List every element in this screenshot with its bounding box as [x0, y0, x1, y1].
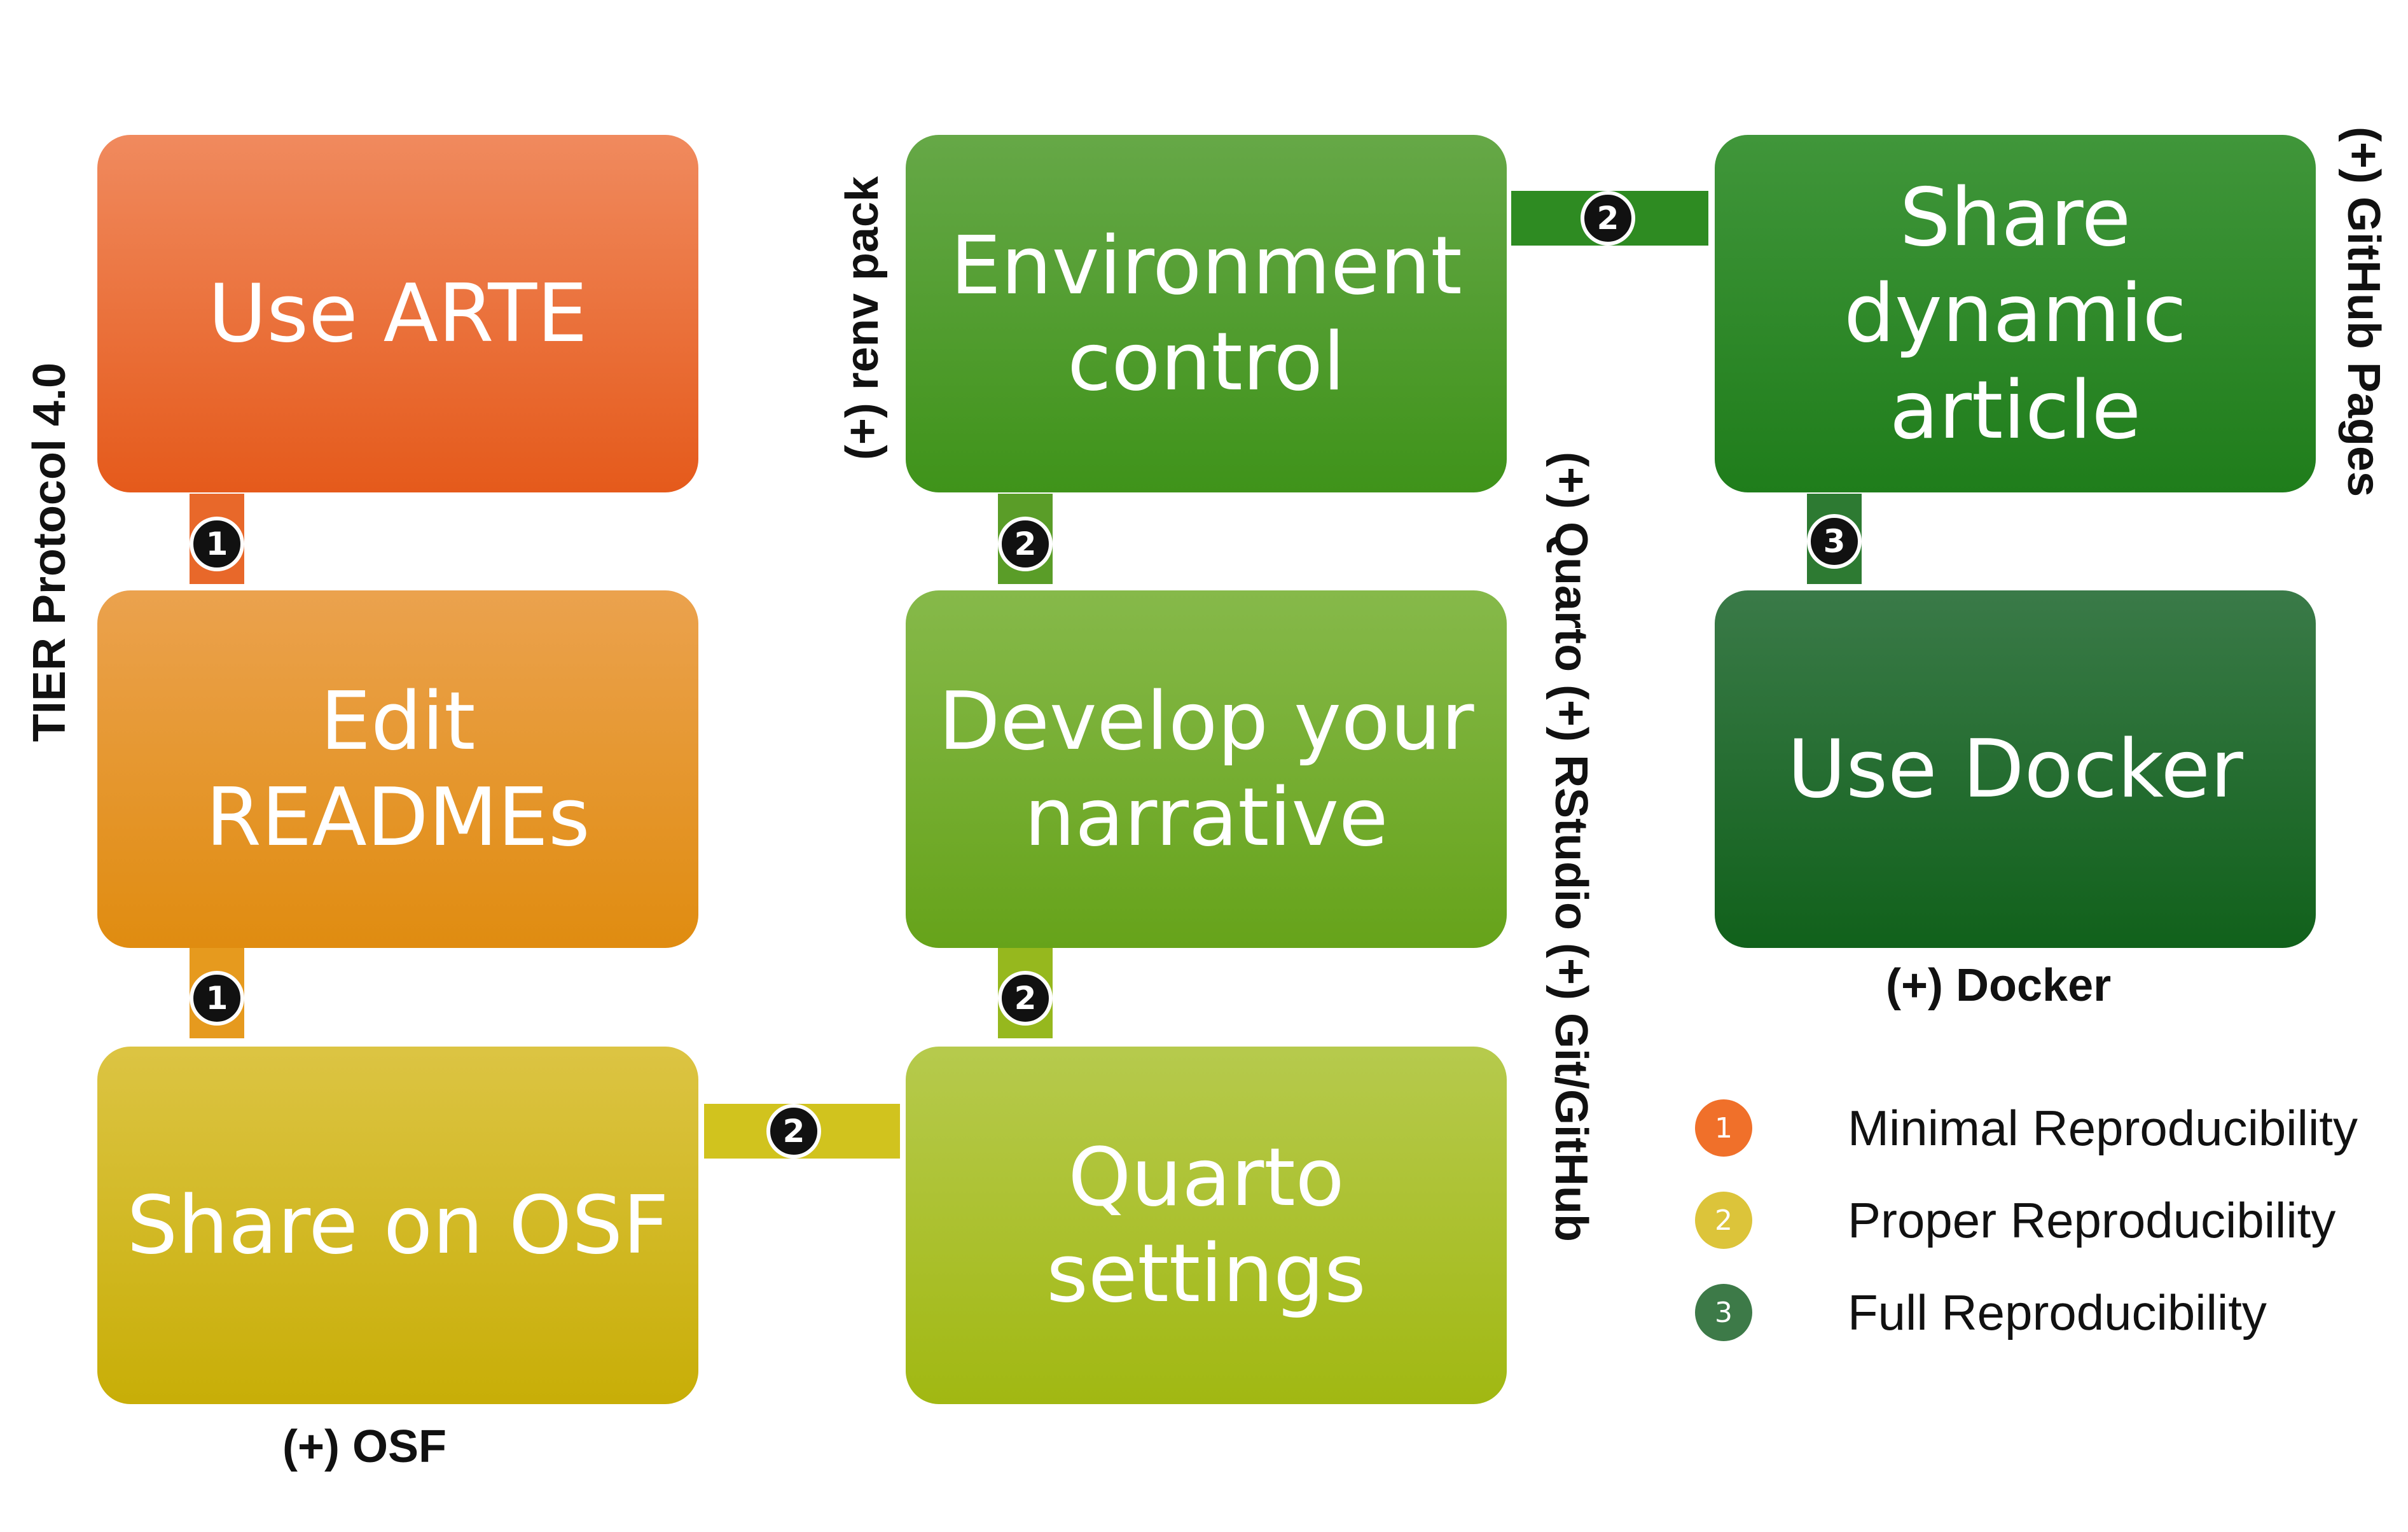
- legend-item-proper: 2 Proper Reproducibility: [1695, 1185, 2335, 1255]
- box-use-docker-label: Use Docker: [1787, 722, 2243, 816]
- box-share-osf-label: Share on OSF: [127, 1178, 669, 1272]
- box-use-arte-label: Use ARTE: [208, 267, 588, 361]
- badge-dynamic-docker: 3: [1807, 514, 1862, 569]
- box-quarto-settings-label: Quarto settings: [1046, 1130, 1366, 1320]
- badge-narrative-quarto: 2: [998, 971, 1053, 1026]
- osf-tool-label: (+) OSF: [282, 1421, 447, 1472]
- legend-marker-minimal: 1: [1695, 1099, 1752, 1157]
- renv-pack-label: (+) renv pack: [837, 176, 888, 461]
- box-environment-control: Environment control: [906, 135, 1507, 492]
- badge-readmes-osf: 1: [190, 971, 244, 1026]
- badge-env-narrative: 2: [998, 517, 1053, 571]
- box-develop-narrative: Develop your narrative: [906, 590, 1507, 948]
- legend-label-full: Full Reproducibility: [1848, 1284, 2267, 1340]
- legend-marker-full: 3: [1695, 1284, 1752, 1341]
- legend-item-full: 3 Full Reproducibility: [1695, 1278, 2267, 1347]
- box-environment-control-label: Environment control: [950, 218, 1462, 408]
- legend-label-proper: Proper Reproducibility: [1848, 1192, 2336, 1248]
- box-use-arte: Use ARTE: [97, 135, 698, 492]
- badge-env-dynamic: 2: [1581, 191, 1635, 246]
- badge-osf-quarto: 2: [766, 1104, 821, 1159]
- box-develop-narrative-label: Develop your narrative: [938, 674, 1474, 864]
- badge-arte-readmes: 1: [190, 517, 244, 571]
- box-share-dynamic-article-label: Share dynamic article: [1844, 171, 2187, 457]
- box-quarto-settings: Quarto settings: [906, 1047, 1507, 1404]
- box-edit-readmes: Edit READMEs: [97, 590, 698, 948]
- legend-marker-proper: 2: [1695, 1192, 1752, 1249]
- legend-item-minimal: 1 Minimal Reproducibility: [1695, 1093, 2358, 1163]
- docker-tool-label: (+) Docker: [1886, 960, 2112, 1011]
- github-pages-label: (+) GitHub Pages: [2338, 126, 2389, 498]
- box-share-osf: Share on OSF: [97, 1047, 698, 1404]
- quarto-rstudio-git-label: (+) Quarto (+) RStudio (+) Git/GitHub: [1546, 452, 1596, 1242]
- box-use-docker: Use Docker: [1715, 590, 2316, 948]
- box-share-dynamic-article: Share dynamic article: [1715, 135, 2316, 492]
- tier-protocol-label: TIER Protocol 4.0: [24, 362, 75, 742]
- legend-label-minimal: Minimal Reproducibility: [1848, 1099, 2358, 1156]
- box-edit-readmes-label: Edit READMEs: [205, 674, 590, 864]
